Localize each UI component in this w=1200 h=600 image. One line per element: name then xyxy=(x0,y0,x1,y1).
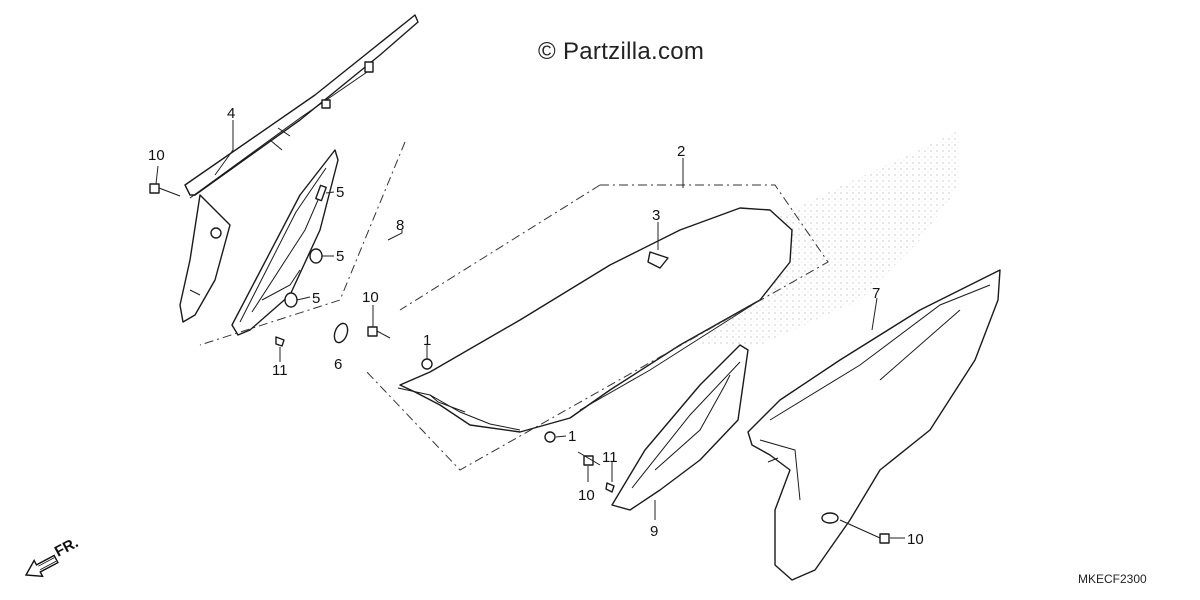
callout-5-mid: 5 xyxy=(336,248,344,265)
callout-4: 4 xyxy=(227,105,235,122)
arrow-down-left-icon xyxy=(24,554,59,578)
callout-10-top-left: 10 xyxy=(148,147,165,164)
copyright-watermark: © Partzilla.com xyxy=(538,38,705,65)
front-direction-label: FR. xyxy=(52,534,81,560)
grommet-mid-part[interactable] xyxy=(309,248,323,264)
seat-part[interactable] xyxy=(397,207,793,433)
collar-part[interactable] xyxy=(332,322,350,345)
clip-left-part[interactable] xyxy=(275,336,285,347)
callout-11-left: 11 xyxy=(272,362,288,379)
callout-5-top: 5 xyxy=(336,184,344,201)
right-side-cover-part[interactable] xyxy=(747,269,1001,581)
callout-10-lower: 10 xyxy=(578,487,595,504)
callout-10-mid: 10 xyxy=(362,289,379,306)
callout-8: 8 xyxy=(396,217,404,234)
callout-3: 3 xyxy=(652,207,660,224)
callout-7: 7 xyxy=(872,285,880,302)
left-side-cover-part[interactable] xyxy=(231,149,339,336)
set-bracket-8 xyxy=(199,141,406,346)
callout-2: 2 xyxy=(677,143,685,160)
callout-5-low: 5 xyxy=(312,290,320,307)
diagram-code: MKECF2300 xyxy=(1078,572,1147,586)
callout-1-right: 1 xyxy=(568,428,576,445)
bolt-lower-part[interactable] xyxy=(577,451,601,466)
grommet-low-part[interactable] xyxy=(284,292,298,308)
callout-6: 6 xyxy=(334,356,342,373)
tank-shroud-part[interactable] xyxy=(611,344,749,511)
bolt-right-part[interactable] xyxy=(839,519,890,544)
callout-11-lower: 11 xyxy=(602,449,618,466)
bolt-mid-part[interactable] xyxy=(367,326,391,339)
rear-fender-part[interactable] xyxy=(179,14,419,323)
seat-bolt-right-part[interactable] xyxy=(544,431,556,443)
callout-1-left: 1 xyxy=(423,332,431,349)
bolt-top-left-part[interactable] xyxy=(149,183,181,197)
grommet-top-part[interactable] xyxy=(315,184,327,202)
set-bracket-2-left xyxy=(399,184,601,311)
callout-10-right: 10 xyxy=(907,531,924,548)
seat-bolt-left-part[interactable] xyxy=(421,358,433,370)
callout-9: 9 xyxy=(650,523,658,540)
set-bracket-2 xyxy=(364,184,829,471)
clip-lower-part[interactable] xyxy=(605,482,615,493)
